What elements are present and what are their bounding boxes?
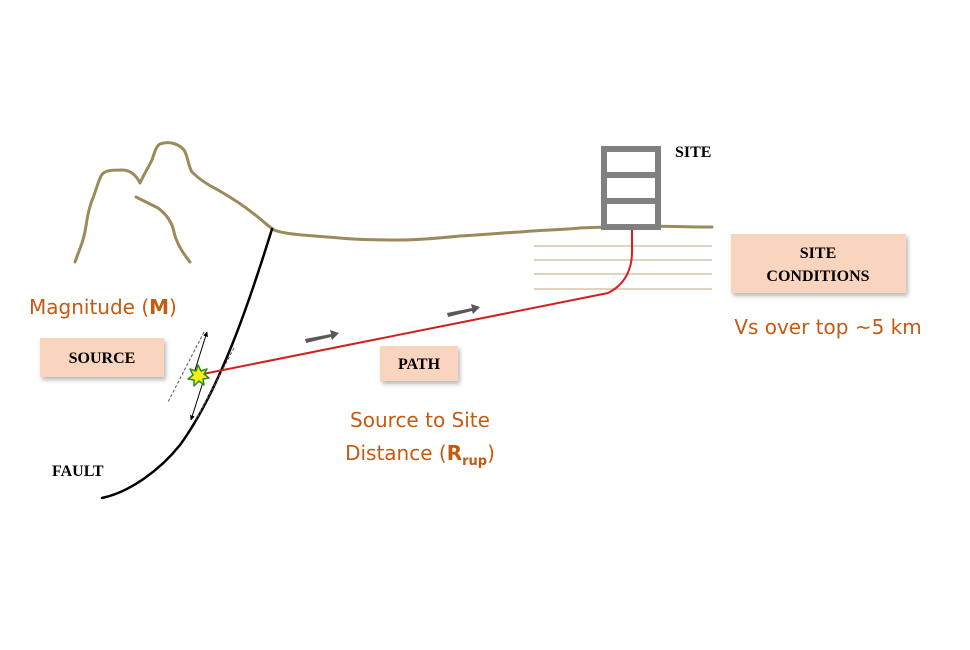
- source-box-label: SOURCE: [69, 350, 136, 367]
- building-icon: [601, 146, 661, 230]
- terrain-inner-ridge: [134, 195, 192, 264]
- magnitude-symbol: M: [149, 295, 169, 319]
- site-label: SITE: [675, 144, 711, 161]
- site-conditions-label-line2: CONDITIONS: [766, 268, 869, 285]
- distance-symbol: R: [447, 441, 462, 465]
- fault-line: [100, 227, 274, 500]
- magnitude-suffix: ): [169, 295, 177, 319]
- distance-subscript: rup: [462, 454, 487, 469]
- vs-annotation: Vs over top ~5 km: [734, 315, 921, 339]
- path-arrow-icon: [305, 330, 339, 343]
- distance-suffix: ): [487, 441, 495, 465]
- distance-annotation: Distance (Rrup): [345, 441, 495, 469]
- magnitude-annotation: Magnitude (M): [29, 295, 177, 319]
- path-arrow-icon: [447, 304, 480, 317]
- hypocenter-icon: [187, 364, 210, 387]
- distance-prefix: Distance (: [345, 441, 447, 465]
- source-to-site-annotation: Source to Site: [350, 408, 490, 432]
- path-direction-arrows: [305, 304, 480, 343]
- site-conditions-label-line1: SITE: [800, 245, 836, 262]
- source-box: SOURCE: [40, 338, 164, 377]
- path-box: PATH: [380, 346, 458, 381]
- terrain-outline: [73, 141, 714, 264]
- ray-path: [197, 230, 633, 376]
- magnitude-prefix: Magnitude (: [29, 295, 149, 319]
- path-box-label: PATH: [398, 356, 441, 373]
- rupture-zone: [167, 331, 235, 421]
- fault-label: FAULT: [52, 463, 104, 480]
- soil-layers: [534, 245, 712, 290]
- site-conditions-box: SITE CONDITIONS: [731, 234, 906, 293]
